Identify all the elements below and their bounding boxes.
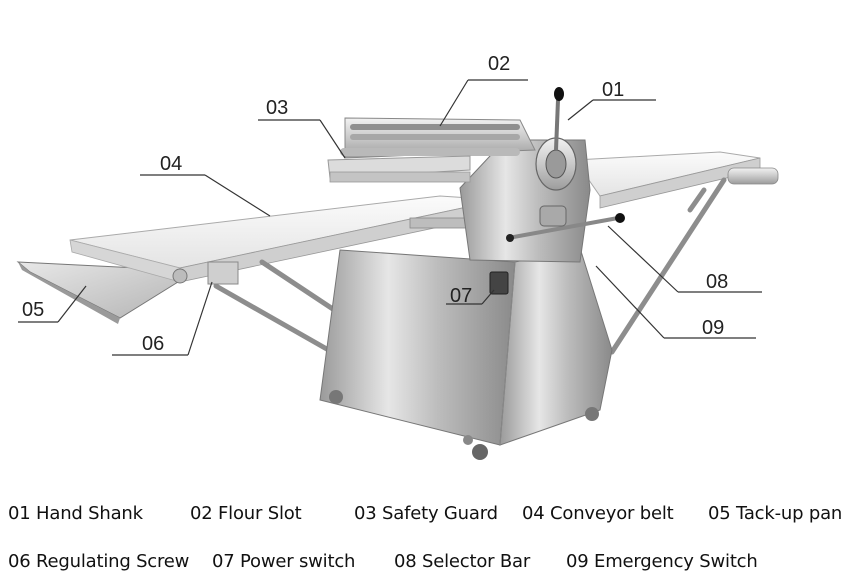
legend-row-2: 06 Regulating Screw 07 Power switch 08 S… bbox=[0, 551, 846, 577]
regulating-screw bbox=[172, 261, 239, 285]
parts-legend: 01 Hand Shank 02 Flour Slot 03 Safety Gu… bbox=[0, 495, 846, 581]
callout-03: 03 bbox=[266, 97, 288, 119]
callout-06: 06 bbox=[142, 333, 164, 355]
legend-item-08: 08 Selector Bar bbox=[394, 551, 531, 572]
legend-item-09: 09 Emergency Switch bbox=[566, 551, 758, 572]
selector-bar bbox=[506, 205, 625, 242]
legend-item-07: 07 Power switch bbox=[212, 551, 356, 572]
power-switch bbox=[489, 271, 509, 295]
callout-08: 08 bbox=[706, 271, 728, 293]
roller-housing bbox=[327, 117, 591, 263]
callout-04: 04 bbox=[160, 153, 182, 175]
callout-01: 01 bbox=[602, 79, 624, 101]
conveyor-belt-right bbox=[574, 151, 779, 209]
legend-item-03: 03 Safety Guard bbox=[354, 503, 498, 524]
callout-02: 02 bbox=[488, 53, 510, 75]
legend-item-02: 02 Flour Slot bbox=[190, 503, 302, 524]
legend-row-1: 01 Hand Shank 02 Flour Slot 03 Safety Gu… bbox=[0, 503, 846, 529]
callout-05: 05 bbox=[22, 299, 44, 321]
hand-shank bbox=[554, 87, 564, 151]
callout-07: 07 bbox=[450, 285, 472, 307]
callout-leaders bbox=[18, 79, 762, 356]
legend-item-05: 05 Tack-up pan bbox=[708, 503, 843, 524]
legend-item-04: 04 Conveyor belt bbox=[522, 503, 674, 524]
dough-sheeter-diagram: 01 02 03 04 05 06 07 08 09 bbox=[16, 53, 779, 460]
callout-numbers: 01 02 03 04 05 06 07 08 09 bbox=[22, 53, 728, 355]
legend-item-06: 06 Regulating Screw bbox=[8, 551, 190, 572]
legend-item-01: 01 Hand Shank bbox=[8, 503, 143, 524]
callout-09: 09 bbox=[702, 317, 724, 339]
base-cabinet bbox=[319, 247, 613, 460]
